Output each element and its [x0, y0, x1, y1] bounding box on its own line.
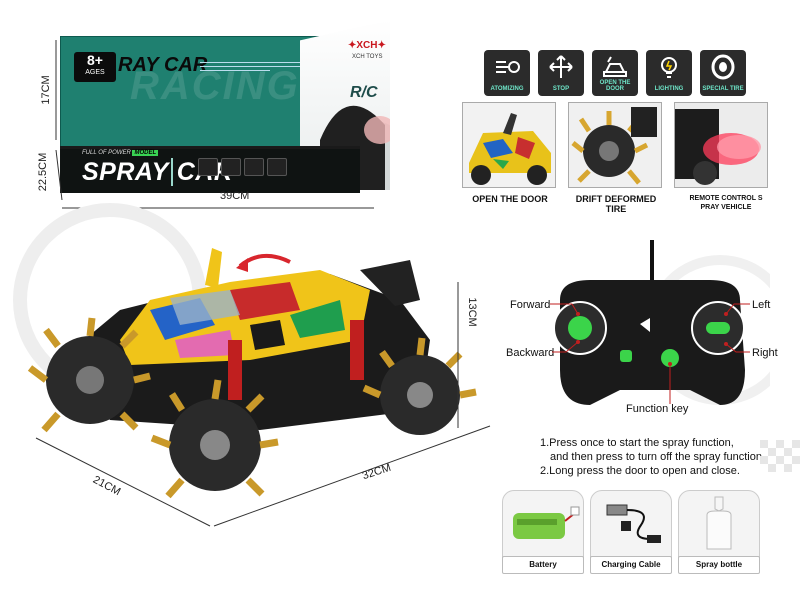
box-bottom-band [60, 146, 360, 193]
feature-special-tire: SPECIAL TIRE [700, 50, 746, 96]
instruction-line: 1.Press once to start the spray function… [540, 437, 734, 449]
instruction-line: 2.Long press the door to open and close. [540, 465, 740, 477]
mini-tire-icon [244, 158, 264, 176]
battery-label: Battery [502, 556, 584, 574]
box-width-label: 39CM [220, 190, 250, 202]
function-key-label: Function key [626, 403, 689, 415]
spray-vehicle-image [675, 103, 767, 187]
feature-label: ATOMIZING [490, 86, 524, 92]
full-power-tagline: FULL OF POWER MODEL [82, 150, 159, 156]
rear-left-wheel [150, 379, 279, 499]
age-badge: 8+ AGES [74, 52, 116, 82]
bottle-image [706, 496, 732, 550]
photo-spray-vehicle [674, 102, 768, 188]
caption-drift-tire: DRIFT DEFORMED TIRE [575, 194, 657, 214]
box-fine-print [200, 62, 300, 71]
full-power-text: FULL OF POWER [82, 150, 131, 156]
controller-callout-lines [550, 303, 750, 404]
cable-image [606, 504, 661, 543]
rc-logo: R/C [350, 84, 378, 101]
feature-label: LIGHTING [654, 86, 684, 92]
spray-bottle-label: Spray bottle [678, 556, 760, 574]
drift-tire-image [569, 103, 661, 187]
feature-lighting: LIGHTING [646, 50, 692, 96]
feature-open-door: OPEN THE DOOR [592, 50, 638, 96]
arrows-icon [549, 55, 573, 78]
remote-controller [553, 240, 770, 405]
car-height-label: 13CM [466, 297, 478, 327]
brand-logo: ✦XCH✦ [348, 40, 386, 51]
rear-right-wheel [362, 337, 477, 435]
spray-word: SPRAY [82, 158, 169, 186]
mini-arrows-icon [267, 158, 287, 176]
feature-atomizing: ATOMIZING [484, 50, 530, 96]
car-door-icon [603, 56, 627, 77]
caption-spray-vehicle: REMOTE CONTROL S PRAY VEHICLE [689, 195, 763, 211]
left-label: Left [752, 299, 771, 311]
box-dimension-lines [55, 40, 374, 209]
mini-bulb-icon [221, 158, 241, 176]
feature-label: STOP [552, 86, 570, 92]
box-mini-feature-icons [198, 158, 287, 176]
graffiti-car-image [463, 103, 555, 187]
instructions: 1.Press once to start the spray function… [540, 436, 800, 478]
backward-label: Backward [506, 347, 555, 359]
right-label: Right [752, 347, 778, 359]
photo-open-door [462, 102, 556, 188]
age-number: 8+ [87, 52, 103, 68]
bulb-icon [661, 57, 677, 78]
brand-name: XCH TOYS [352, 54, 383, 60]
instruction-line: and then press to turn off the spray fun… [550, 451, 766, 463]
mini-car-icon [198, 158, 218, 176]
tire-icon [711, 54, 735, 80]
feature-stop: STOP [538, 50, 584, 96]
spray-icon [496, 61, 520, 73]
box-watermark: RACING [130, 64, 300, 108]
feature-label: OPEN THE DOOR [599, 80, 631, 92]
charging-cable-label: Charging Cable [590, 556, 672, 574]
checker-flag-decoration [760, 440, 800, 472]
age-text: AGES [85, 69, 105, 76]
battery-image [513, 506, 580, 539]
front-left-wheel [27, 317, 151, 433]
caption-open-door: OPEN THE DOOR [472, 194, 548, 204]
photo-drift-tire [568, 102, 662, 188]
forward-label: Forward [510, 299, 551, 311]
feature-label: SPECIAL TIRE [702, 86, 744, 92]
main-car-illustration [13, 203, 491, 527]
model-tag: MODEL [132, 150, 159, 156]
box-title-top: RAY CAR [118, 54, 208, 76]
